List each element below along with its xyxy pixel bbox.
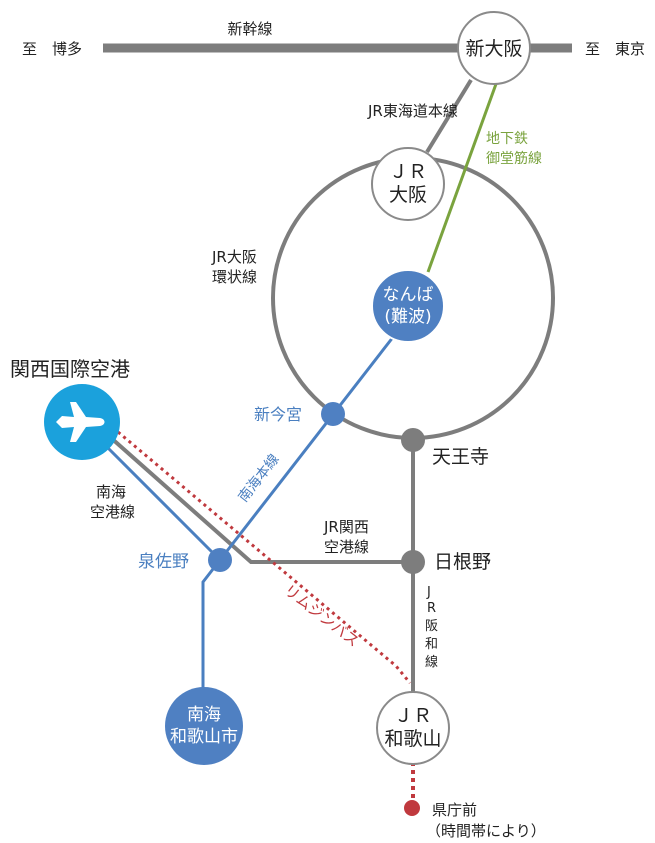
jr-tokaido-label: JR東海道本線: [367, 102, 458, 120]
nankai-wakayama-branch: [201, 559, 222, 690]
endpoint-hakata: 至 博多: [22, 40, 82, 58]
station-kenchomae-label-2: （時間帯により）: [426, 822, 546, 840]
nankai-airport-line: [104, 444, 222, 562]
station-jr-osaka[interactable]: [371, 147, 445, 221]
station-kenchomae-label-1: 県庁前: [432, 801, 477, 819]
station-hineno[interactable]: [401, 550, 425, 574]
station-kenchomae[interactable]: [404, 800, 420, 816]
station-izumisano[interactable]: [208, 548, 232, 572]
jr-kansai-airport-line: [108, 435, 413, 564]
nankai-airport-label-1: 南海: [96, 483, 126, 501]
jr-hanwa-label-1: J: [426, 585, 431, 600]
jr-hanwa-label-4: 和: [425, 637, 438, 652]
station-nankai-wakayamashi-label-2: 和歌山市: [170, 727, 238, 747]
station-jr-osaka-label-2: 大阪: [389, 184, 427, 206]
station-jr-wakayama-label-2: 和歌山: [384, 728, 441, 750]
jr-hanwa-label-2: R: [427, 601, 436, 616]
station-jr-osaka-label-1: ＪＲ: [389, 161, 427, 183]
station-nankai-wakayamashi-label-1: 南海: [187, 705, 221, 725]
station-nankai-wakayamashi[interactable]: [165, 687, 243, 765]
limousine-bus-label: リムジンバス: [281, 581, 363, 651]
jr-loop-label-1: JR大阪: [211, 248, 257, 266]
station-jr-wakayama-label-1: ＪＲ: [394, 705, 432, 727]
nankai-main-label: 南海本線: [236, 451, 283, 505]
jr-loop-label-2: 環状線: [212, 268, 257, 286]
airplane-icon[interactable]: [44, 384, 120, 460]
station-izumisano-label: 泉佐野: [138, 552, 189, 572]
station-shin-imamiya[interactable]: [321, 402, 345, 426]
subway-label-2: 御堂筋線: [486, 150, 542, 167]
endpoint-tokyo: 至 東京: [585, 40, 645, 58]
jr-kansai-airport-label-1: JR関西: [323, 518, 369, 536]
station-tennoji[interactable]: [401, 428, 425, 452]
nankai-main-line: [218, 331, 399, 561]
jr-kansai-airport-label-2: 空港線: [324, 538, 369, 556]
station-shin-osaka-label: 新大阪: [465, 38, 522, 60]
jr-hanwa-label-3: 阪: [425, 619, 438, 634]
station-namba-label-1: なんば: [383, 285, 434, 305]
station-namba[interactable]: [371, 269, 445, 343]
shinkansen-label: 新幹線: [227, 20, 272, 38]
station-jr-wakayama[interactable]: [376, 691, 450, 765]
nankai-airport-label-2: 空港線: [90, 503, 135, 521]
limousine-bus-route: [117, 430, 412, 684]
jr-hanwa-label-5: 線: [425, 654, 438, 670]
jr-tokaido-line: [425, 78, 473, 154]
station-shin-imamiya-label: 新今宮: [254, 405, 302, 424]
station-namba-label-2: (難波): [384, 307, 431, 327]
station-hineno-label: 日根野: [434, 551, 491, 573]
station-kansai-airport-label: 関西国際空港: [10, 357, 130, 381]
subway-midosuji-line: [426, 83, 498, 273]
station-tennoji-label: 天王寺: [432, 446, 489, 468]
subway-label-1: 地下鉄: [486, 131, 528, 147]
station-shin-osaka[interactable]: [457, 11, 531, 85]
